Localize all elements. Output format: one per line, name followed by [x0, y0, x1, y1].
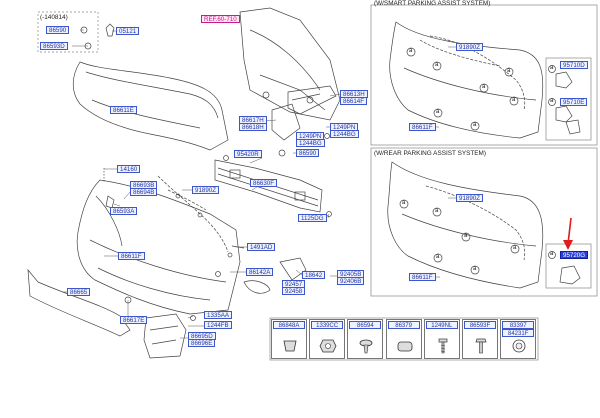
callout-a: a: [550, 98, 554, 104]
callout-a: a: [402, 200, 406, 206]
callout-a: a: [436, 254, 440, 260]
nut-icon: [318, 337, 338, 355]
callout-a: a: [436, 109, 440, 115]
legend-code[interactable]: 1249NL: [425, 321, 458, 329]
part-label-86590[interactable]: 86590: [46, 26, 70, 34]
legend-code[interactable]: 86848A: [273, 321, 305, 329]
part-label-95710d[interactable]: 95710D: [560, 61, 588, 69]
push-pin-icon: [356, 337, 376, 355]
part-label-86611e[interactable]: 86611E: [110, 106, 137, 114]
date-note: (-140814): [40, 14, 68, 21]
part-label-86611f-smart[interactable]: 86611F: [409, 123, 436, 131]
callout-a: a: [482, 84, 486, 90]
part-label-86618h[interactable]: 86618H: [239, 123, 267, 131]
part-label-1335aa[interactable]: 1335AA: [204, 311, 233, 319]
part-label-91890z-rear[interactable]: 91890Z: [456, 194, 483, 202]
part-label-92458[interactable]: 92458: [282, 287, 306, 295]
part-label-95720g-selected[interactable]: 95720G: [560, 251, 589, 259]
part-label-86617e[interactable]: 86617E: [120, 316, 148, 324]
part-label-91890z-smart[interactable]: 91890Z: [456, 43, 483, 51]
callout-a: a: [550, 65, 554, 71]
grommet-icon: [509, 337, 529, 355]
legend-code[interactable]: 86594: [349, 321, 382, 329]
legend-code[interactable]: 1339CC: [311, 321, 344, 329]
callout-a: a: [513, 245, 517, 251]
part-label-86614f[interactable]: 86614F: [340, 97, 367, 105]
callout-a: a: [409, 48, 413, 54]
part-label-95710e[interactable]: 95710E: [560, 98, 588, 106]
callout-a: a: [473, 266, 477, 272]
part-label-86665[interactable]: 86665: [67, 288, 91, 296]
part-label-86593d[interactable]: 86593D: [40, 42, 68, 50]
section-header-rear: (W/REAR PARKING ASSIST SYSTEM): [374, 150, 486, 157]
part-label-05121[interactable]: 05121: [116, 27, 140, 35]
legend-code[interactable]: 83397: [502, 321, 535, 329]
part-label-1244bg-b[interactable]: 1244BG: [330, 130, 359, 138]
callout-a: a: [473, 122, 477, 128]
callout-a: a: [507, 68, 511, 74]
clip-icon: [280, 337, 300, 355]
legend-cell[interactable]: 1339CC: [309, 319, 346, 359]
legend-cell[interactable]: 86848A: [271, 319, 307, 359]
part-label-86611f-rear[interactable]: 86611F: [409, 273, 436, 281]
bolt-icon: [471, 337, 491, 355]
part-label-1244fb[interactable]: 1244FB: [204, 321, 232, 329]
part-label-1125dg[interactable]: 1125DG: [298, 214, 327, 222]
callout-a: a: [435, 62, 439, 68]
legend-code[interactable]: 86593F: [464, 321, 496, 329]
legend-cell[interactable]: 86379: [385, 319, 422, 359]
section-header-smart: (W/SMART PARKING ASSIST SYSTEM): [374, 0, 491, 7]
part-label-1244bg[interactable]: 1244BG: [296, 139, 325, 147]
legend-cell[interactable]: 86594: [347, 319, 384, 359]
legend-cell[interactable]: 1249NL: [423, 319, 460, 359]
legend-code[interactable]: 86379: [387, 321, 420, 329]
part-label-86694b[interactable]: 86694B: [130, 188, 158, 196]
pad-icon: [395, 337, 415, 355]
part-label-86590-b[interactable]: 86590: [296, 149, 320, 157]
callout-a: a: [550, 251, 554, 257]
part-label-86611f-left[interactable]: 86611F: [118, 252, 145, 260]
callout-a: a: [435, 208, 439, 214]
part-label-91890z-left[interactable]: 91890Z: [192, 186, 219, 194]
screw-icon: [433, 337, 453, 355]
legend-code-secondary[interactable]: 84231F: [502, 329, 535, 337]
part-label-86142a[interactable]: 86142A: [246, 268, 274, 276]
legend-cell[interactable]: 86593F: [462, 319, 498, 359]
part-label-92406b[interactable]: 92406B: [337, 277, 365, 285]
part-label-86630f[interactable]: 86630F: [250, 179, 277, 187]
part-label-86593a[interactable]: 86593A: [110, 207, 138, 215]
ref-label[interactable]: REF.60-710: [201, 15, 240, 23]
part-label-18642[interactable]: 18642: [302, 271, 326, 279]
part-label-95420r[interactable]: 95420R: [234, 150, 262, 158]
callout-a: a: [464, 233, 468, 239]
callout-a: a: [512, 97, 516, 103]
part-label-1491ad[interactable]: 1491AD: [247, 243, 276, 251]
part-label-86696e[interactable]: 86696E: [188, 339, 216, 347]
part-label-14160[interactable]: 14160: [117, 165, 141, 173]
